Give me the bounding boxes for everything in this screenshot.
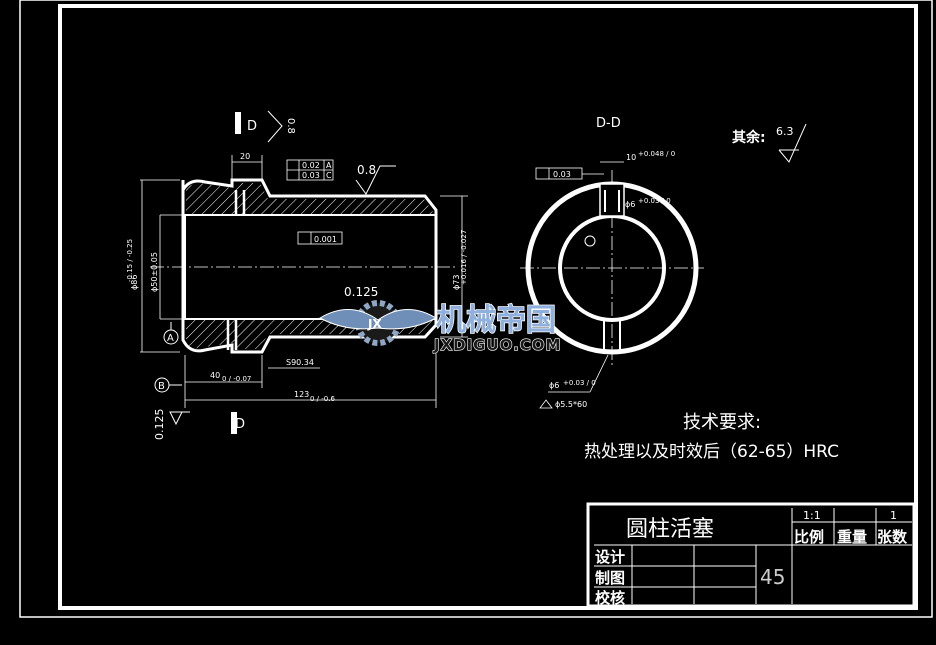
watermark: JX 机械帝国 JXDIGUO.COM (318, 300, 561, 355)
dim-len-40-tol: 0 / -0.07 (222, 375, 251, 383)
dim-sym: 0.03 (553, 170, 571, 179)
scale-value: 1:1 (803, 509, 821, 522)
dim-hole-top-tol: +0.03 / 0 (638, 197, 671, 205)
sheets-label: 张数 (877, 528, 908, 546)
roughness-mid-value: 0.125 (344, 285, 378, 299)
dim-right-dia-tol: +0.016 / -0.027 (460, 230, 468, 285)
dim-cyl: 0.001 (314, 235, 337, 244)
dim-tol-perp-datum: A (326, 161, 332, 170)
dim-len-123-tol: 0 / -0.6 (310, 395, 335, 403)
dim-hole-bottom-tol: +0.03 / 0 (563, 379, 596, 387)
section-mark-bottom: D (235, 417, 245, 432)
dim-tol-par: 0.03 (302, 171, 320, 180)
datum-a: A (167, 333, 174, 344)
dim-groove-width: 20 (240, 152, 250, 161)
end-view (520, 123, 807, 409)
draw-label: 制图 (595, 569, 625, 587)
roughness-rest-label: 其余: (732, 129, 766, 146)
section-view (140, 110, 468, 434)
datum-b: B (158, 381, 165, 392)
material-value: 45 (760, 565, 785, 589)
notes-title: 技术要求: (683, 412, 761, 433)
dim-outer-dia: ϕ86 (130, 275, 139, 290)
wings-icon (318, 309, 438, 330)
dim-hole-bottom: ϕ6 (549, 381, 559, 390)
sheet-border-inner (58, 4, 918, 610)
dim-bore: ϕ50±0.05 (150, 252, 159, 292)
dim-len-123: 123 (294, 390, 309, 399)
section-mark-top: D (247, 119, 257, 134)
scale-label: 比例 (794, 528, 824, 546)
notes-line: 热处理以及时效后（62-65）HRC (584, 442, 839, 462)
dim-bottom-step: S90.34 (286, 358, 314, 367)
sheet-value: 1 (890, 509, 897, 522)
watermark-cn: 机械帝国 (436, 303, 556, 338)
roughness-top-value: 0.8 (357, 163, 376, 177)
check-label: 校核 (595, 589, 625, 607)
dim-len-40: 40 (210, 371, 220, 380)
dim-slot: 10 (626, 153, 636, 162)
watermark-en: JXDIGUO.COM (433, 336, 561, 354)
title-block (586, 502, 916, 608)
dim-slot-tol: +0.048 / 0 (638, 150, 675, 158)
dim-tol-perp: 0.02 (302, 161, 320, 170)
roughness-top-left: 0.8 (285, 118, 296, 134)
weight-label: 重量 (837, 528, 867, 546)
dim-hole-bottom-2: ϕ5.5*60 (555, 400, 587, 409)
dim-right-dia: ϕ73 (452, 275, 461, 290)
hatch-top-wall (186, 183, 433, 215)
sheet-border-outer (19, 0, 933, 618)
dim-outer-dia-tol: -0.15 / -0.25 (126, 239, 134, 282)
part-name: 圆柱活塞 (626, 517, 714, 542)
view-label-dd: D-D (596, 116, 621, 131)
dim-tol-par-datum: C (326, 171, 332, 180)
design-label: 设计 (595, 548, 625, 566)
dim-hole-top: ϕ6 (625, 200, 635, 209)
roughness-side-value: 0.125 (153, 409, 166, 441)
roughness-rest-value: 6.3 (776, 125, 794, 138)
logo-text: JX (367, 317, 382, 331)
